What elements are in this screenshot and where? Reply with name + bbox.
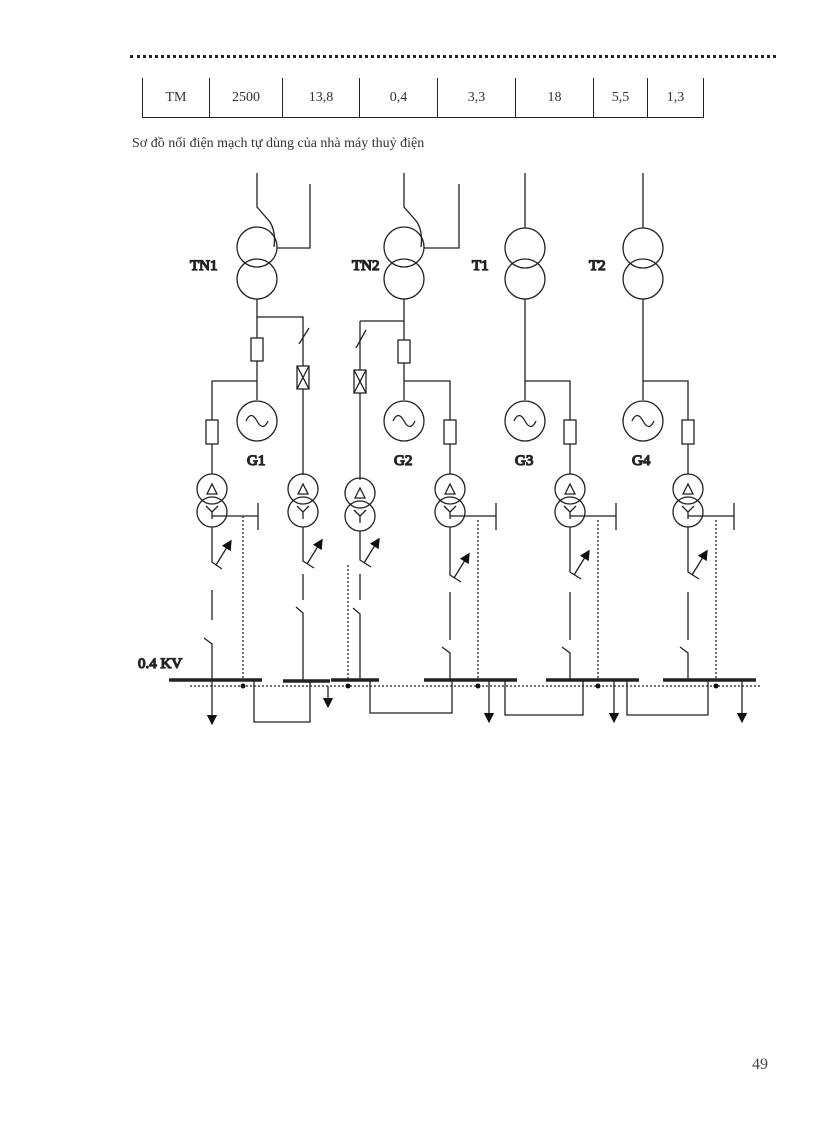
diagram-caption: Sơ đồ nối điện mạch tự dùng của nhà máy … [132, 136, 425, 151]
generator-icon [383, 400, 425, 442]
dotted-separator [130, 55, 776, 64]
generator-g1-branch [205, 317, 278, 474]
table-cell: 2500 [209, 78, 283, 118]
transformer-t2-icon [622, 173, 664, 300]
page-number: 49 [752, 1056, 768, 1073]
label-g2: G2 [394, 453, 412, 469]
label-tn2: TN2 [352, 258, 380, 274]
label-g4: G4 [632, 453, 651, 469]
feeder-tn2-breaker [353, 321, 367, 480]
label-g1: G1 [247, 453, 265, 469]
table-cell: TM [142, 78, 210, 118]
junction-dots [240, 683, 719, 689]
generator-icon [236, 400, 278, 442]
bus-voltage-label: 0.4 KV [138, 656, 182, 672]
label-t2: T2 [589, 258, 606, 274]
table-cell: 5,5 [593, 78, 648, 118]
label-t1: T1 [472, 258, 489, 274]
transformer-tn1-icon [236, 173, 311, 325]
generator-g3-branch [504, 299, 577, 474]
generator-icon [504, 400, 546, 442]
label-tn1: TN1 [190, 258, 218, 274]
generator-g4-branch [622, 299, 695, 474]
table-cell: 3,3 [437, 78, 516, 118]
load-arrows [206, 680, 748, 726]
aux-transformer-4 [434, 473, 497, 680]
table-cell: 1,3 [647, 78, 704, 118]
table-cell: 0,4 [359, 78, 438, 118]
table-row: TM 2500 13,8 0,4 3,3 18 5,5 1,3 [142, 78, 704, 118]
aux-transformer-2 [287, 473, 323, 680]
transformer-t1-icon [504, 173, 546, 300]
table-cell: 18 [515, 78, 594, 118]
transformer-tn2-icon [360, 173, 460, 322]
label-g3: G3 [515, 453, 533, 469]
table-cell: 13,8 [282, 78, 360, 118]
generator-g2-branch [383, 321, 457, 474]
feeder-tn1-breaker [296, 325, 310, 475]
bus-ties [253, 680, 709, 723]
busbars [169, 678, 756, 683]
spec-table: TM 2500 13,8 0,4 3,3 18 5,5 1,3 [142, 78, 704, 118]
aux-transformer-3 [344, 477, 380, 680]
aux-transformer-6 [672, 473, 735, 680]
aux-transformer-5 [554, 473, 617, 680]
generator-icon [622, 400, 664, 442]
aux-transformer-1 [196, 473, 259, 680]
